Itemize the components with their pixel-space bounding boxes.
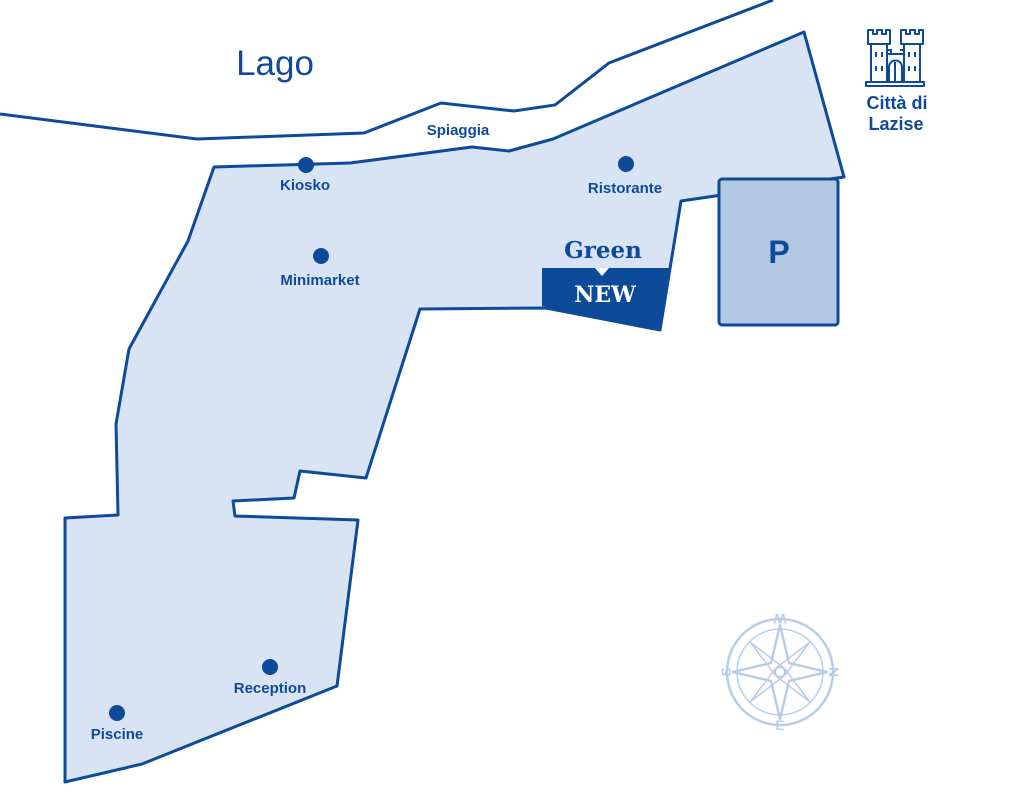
parking-area[interactable] (717, 177, 840, 327)
poi-piscine[interactable]: Piscine (91, 705, 144, 743)
beach-label: Spiaggia (427, 122, 490, 139)
parking-label: P (768, 234, 789, 270)
poi-marker (262, 659, 278, 675)
poi-reception[interactable]: Reception (234, 659, 307, 697)
poi-label-ristorante: Ristorante (588, 180, 662, 197)
city-label-line1: Città di (867, 93, 928, 113)
poi-marker (298, 157, 314, 173)
compass-west: W (773, 611, 787, 627)
lake-shoreline (0, 0, 774, 141)
poi-marker (109, 705, 125, 721)
lake-label: Lago (236, 44, 314, 83)
poi-label-piscine: Piscine (91, 726, 144, 743)
poi-ristorante[interactable]: Ristorante (588, 156, 662, 197)
compass-east: E (775, 717, 784, 733)
campsite-area (63, 30, 846, 784)
poi-label-minimarket: Minimarket (280, 272, 359, 289)
city-label-line2: Lazise (868, 114, 923, 134)
castle-icon (865, 29, 925, 87)
poi-minimarket[interactable]: Minimarket (280, 248, 360, 289)
new-badge: NEW (574, 282, 636, 308)
green-new-area[interactable] (542, 268, 671, 330)
poi-kiosko[interactable]: Kiosko (280, 157, 330, 194)
poi-marker (618, 156, 634, 172)
compass-north: N (826, 667, 842, 677)
compass-south: S (718, 667, 734, 676)
green-area-label: Green (564, 237, 642, 264)
poi-marker (313, 248, 329, 264)
poi-label-kiosko: Kiosko (280, 177, 330, 194)
poi-label-reception: Reception (234, 680, 307, 697)
green-label-pointer (595, 268, 609, 276)
compass-rose-icon: N S E W (718, 611, 842, 733)
